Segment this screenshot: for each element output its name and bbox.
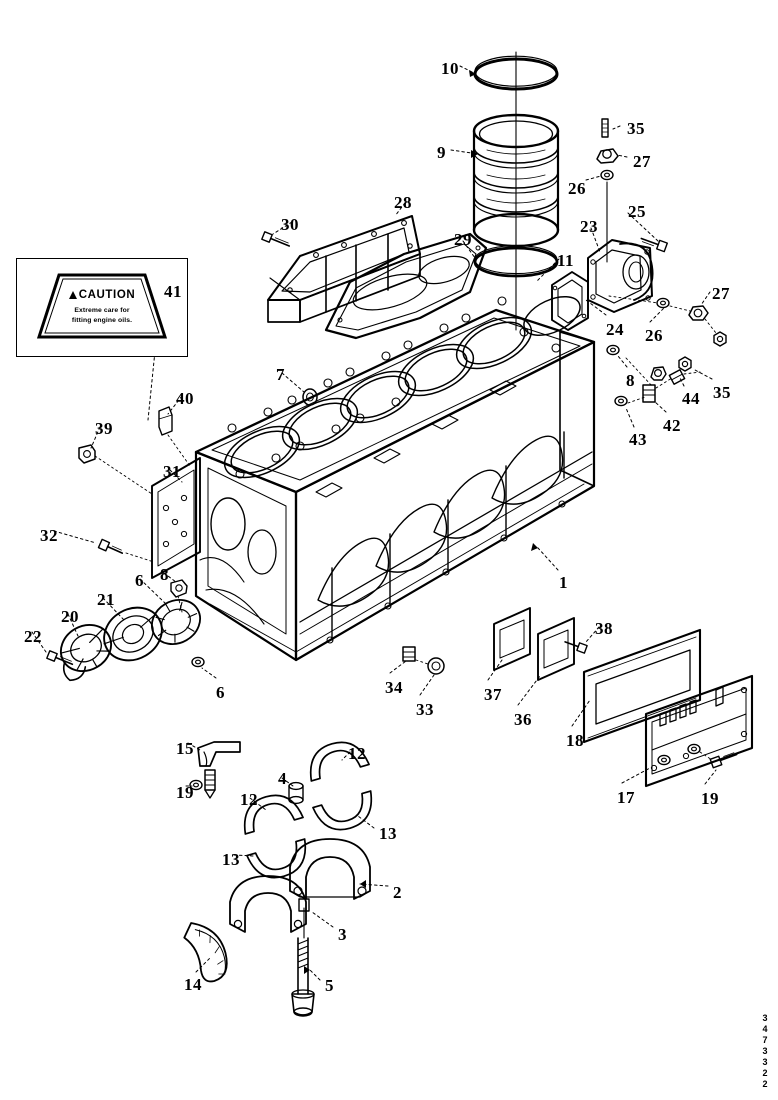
cylinder-liner-group xyxy=(472,51,560,331)
main-bearing-bolt xyxy=(291,937,315,1017)
callout-main-bearing-cap: 2 xyxy=(393,883,402,902)
callout-front-cover-gasket: 29 xyxy=(454,230,472,249)
callout-bolt: 19 xyxy=(701,789,719,808)
side-mount-group xyxy=(78,406,201,579)
caution-line-2: fitting engine oils. xyxy=(71,316,133,324)
callout-water-pump-body: 20 xyxy=(61,607,79,626)
callout-side-cover-plate: 17 xyxy=(617,788,635,807)
callout-plug: 33 xyxy=(416,700,434,719)
caution-line-1: Extreme care for xyxy=(74,307,130,314)
callout-o-ring-lower: 11 xyxy=(557,251,575,270)
callout-bolt: 39 xyxy=(95,419,113,438)
callout-washer: 26 xyxy=(568,179,586,198)
caution-decal-shape: CAUTION Extreme care for fitting engine … xyxy=(35,271,169,343)
inspection-cover-group xyxy=(402,607,588,681)
callout-main-bearing-shell-upper: 12 xyxy=(348,744,366,763)
callout-oil-spray-nozzle: 15 xyxy=(176,739,194,758)
caution-heading: CAUTION xyxy=(35,289,169,301)
callout-plug: 43 xyxy=(629,430,647,449)
cylinder-block xyxy=(194,295,596,662)
front-cover-group xyxy=(261,215,488,340)
callout-side-cover-gasket: 18 xyxy=(566,731,584,750)
thermostat-housing-group xyxy=(551,118,727,347)
right-hardware-cluster xyxy=(606,344,701,407)
callout-bracket: 27 xyxy=(633,152,651,171)
callout-bracket: 27 xyxy=(712,284,730,303)
callout-bracket: 40 xyxy=(176,389,194,408)
drawing-number: 3473322 xyxy=(760,1013,770,1090)
callout-stud: 35 xyxy=(627,119,645,138)
callout-bolt: 19 xyxy=(176,783,194,802)
callout-plug: 42 xyxy=(663,416,681,435)
callout-housing-gasket: 24 xyxy=(606,320,624,339)
callout-main-bearing-shell-upper: 12 xyxy=(240,790,258,809)
callout-bolt: 22 xyxy=(24,627,42,646)
callout-caution-decal: 41 xyxy=(164,282,182,301)
callout-inspection-gasket: 37 xyxy=(484,685,502,704)
callout-side-mounting-plate: 31 xyxy=(163,462,181,481)
oil-nozzle-group xyxy=(189,741,241,799)
water-pump-group xyxy=(46,579,205,682)
side-cover-group xyxy=(582,628,754,788)
callout-bolt: 30 xyxy=(281,215,299,234)
callout-dowel-pin: 7 xyxy=(276,365,285,384)
callout-inspection-frame: 36 xyxy=(514,710,532,729)
callout-thermostat-housing: 23 xyxy=(580,217,598,236)
callout-water-pump-housing: 21 xyxy=(97,590,115,609)
callout-bolt: 25 xyxy=(628,202,646,221)
callout-dowel: 3 xyxy=(338,925,347,944)
callout-gasket: 6 xyxy=(216,683,225,702)
callout-plug: 34 xyxy=(385,678,403,697)
callout-washer: 8 xyxy=(160,565,169,584)
warning-triangle-icon xyxy=(68,291,77,299)
callout-o-ring-upper: 10 xyxy=(441,59,459,78)
callout-main-bearing-shell-lower: 13 xyxy=(222,850,240,869)
caution-subtext: Extreme care for fitting engine oils. xyxy=(35,306,169,326)
callout-cylinder-block: 1 xyxy=(559,573,568,592)
callout-stud: 35 xyxy=(713,383,731,402)
callout-main-bearing-bolt: 5 xyxy=(325,976,334,995)
callout-bolt: 38 xyxy=(595,619,613,638)
callout-washer: 8 xyxy=(626,371,635,390)
callout-bolt: 32 xyxy=(40,526,58,545)
callout-main-bearing-shell-lower: 13 xyxy=(379,824,397,843)
callout-dowel-sleeve: 4 xyxy=(278,769,287,788)
callout-front-cover-plate: 28 xyxy=(394,193,412,212)
callout-washer: 26 xyxy=(645,326,663,345)
caution-decal-box: CAUTION Extreme care for fitting engine … xyxy=(16,258,188,357)
callout-fitting: 44 xyxy=(682,389,700,408)
callout-thrust-washer: 14 xyxy=(184,975,202,994)
callout-cylinder-liner: 9 xyxy=(437,143,446,162)
callout-gasket: 6 xyxy=(135,571,144,590)
